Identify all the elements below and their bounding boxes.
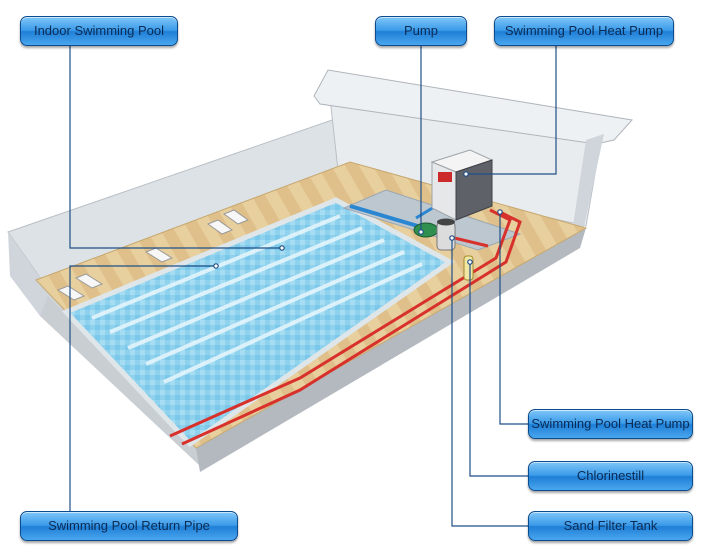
right-wall: [572, 134, 604, 236]
heat-pump-label-right: Swimming Pool Heat Pump: [528, 409, 693, 439]
sun-loungers: [56, 209, 250, 301]
pump-label: Pump: [375, 16, 467, 46]
leader-lines: [69, 44, 557, 527]
indoor-swimming-pool-label: Indoor Swimming Pool: [20, 16, 178, 46]
roof-slab: [313, 69, 633, 145]
leader-endpoints: [213, 171, 503, 269]
sand-filter-tank-label: Sand Filter Tank: [528, 511, 693, 541]
return-pipe-label: Swimming Pool Return Pipe: [20, 511, 238, 541]
lane-lines: [91, 214, 423, 384]
pump-unit: [413, 222, 439, 238]
chlorinator-unit: [463, 255, 474, 281]
heat-pump-unit: [430, 149, 494, 221]
sand-filter-unit: [436, 218, 456, 251]
floor-slab-side: [196, 228, 586, 472]
pool-basin: [61, 197, 455, 448]
heat-pump-label-top: Swimming Pool Heat Pump: [494, 16, 674, 46]
chlorinestill-label: Chlorinestill: [528, 461, 693, 491]
